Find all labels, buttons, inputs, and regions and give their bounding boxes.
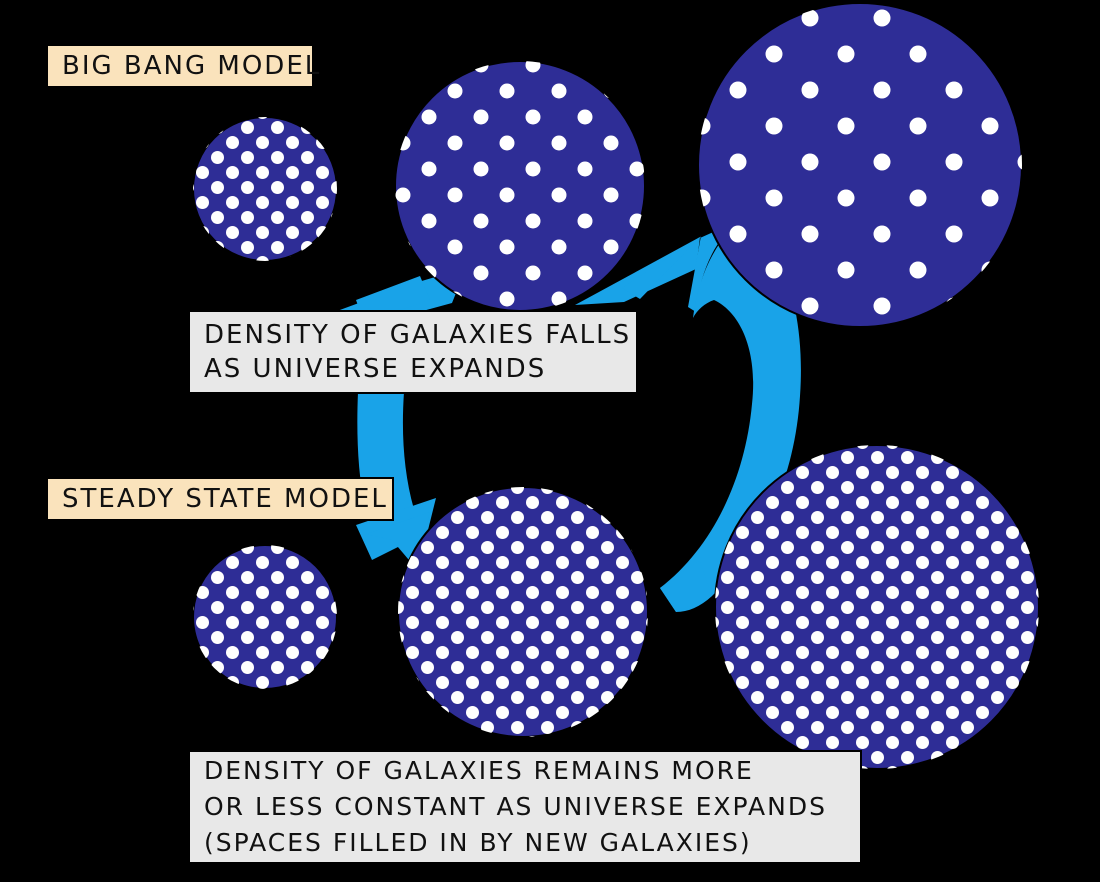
steady-state-universe-row [192,444,1040,770]
caption-big-bang-line-1: DENSITY OF GALAXIES FALLS [204,320,632,350]
caption-steady-state-density: DENSITY OF GALAXIES REMAINS MORE OR LESS… [188,750,862,864]
universe-bigbang-late-galaxies [698,3,1022,327]
caption-steady-state-line-3: (SPACES FILLED IN BY NEW GALAXIES) [204,828,752,857]
cycle-arrow-right [688,220,740,312]
label-big-bang-model-text: BIG BANG MODEL [62,51,322,81]
caption-steady-state-line-1: DENSITY OF GALAXIES REMAINS MORE [204,756,754,785]
universe-steady-late-galaxies [715,445,1039,769]
expansion-arrow-2 [575,237,700,305]
label-steady-state-model: STEADY STATE MODEL [46,477,394,521]
label-steady-state-model-text: STEADY STATE MODEL [62,484,388,514]
universe-steady-early-galaxies [193,545,337,689]
big-bang-universe-row [192,2,1023,328]
expansion-arrow-2-head [622,237,700,299]
caption-big-bang-line-2: AS UNIVERSE EXPANDS [204,354,547,384]
universe-bigbang-early-galaxies [193,117,337,261]
label-big-bang-model: BIG BANG MODEL [46,44,319,88]
universe-bigbang-middle-galaxies [395,61,645,311]
caption-steady-state-line-2: OR LESS CONSTANT AS UNIVERSE EXPANDS [204,792,827,821]
caption-big-bang-density: DENSITY OF GALAXIES FALLS AS UNIVERSE EX… [188,310,638,394]
universe-steady-middle-galaxies [398,487,648,737]
cycle-arrow-right-head [660,560,712,612]
